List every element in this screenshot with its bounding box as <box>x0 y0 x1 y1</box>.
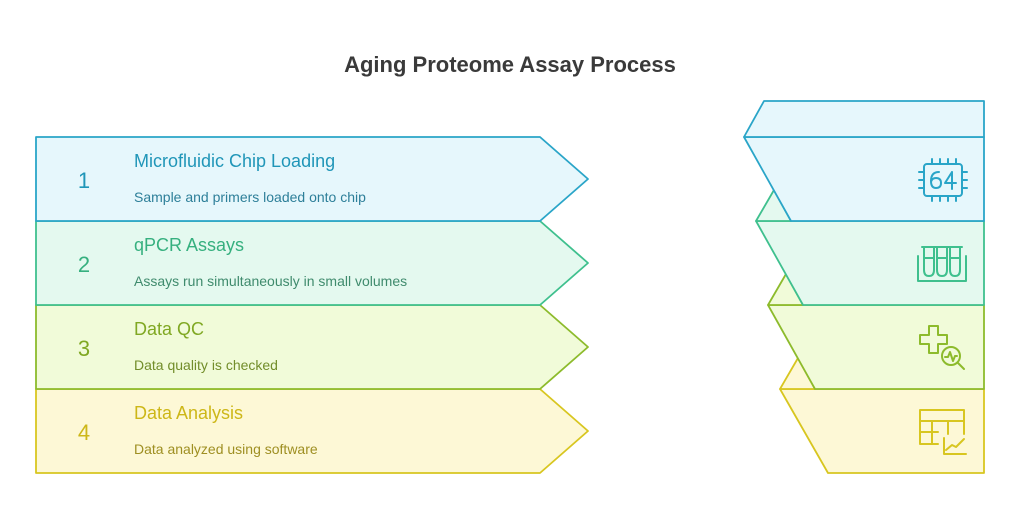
step-description: Data quality is checked <box>134 357 278 373</box>
step-description: Data analyzed using software <box>134 441 318 457</box>
step-heading: Microfluidic Chip Loading <box>134 151 336 171</box>
diagram-title: Aging Proteome Assay Process <box>344 52 676 77</box>
step-number: 1 <box>77 168 91 193</box>
stack-tier-1 <box>743 100 985 222</box>
step-arrow-3 <box>35 304 589 390</box>
step-arrow-4 <box>35 388 589 474</box>
microchip-64-icon <box>918 158 968 202</box>
step-arrow-1 <box>35 136 589 222</box>
step-number: 3 <box>77 336 91 361</box>
step-heading: Data QC <box>134 319 205 339</box>
health-check-magnifier-icon <box>919 325 965 370</box>
step-number: 2 <box>77 252 91 277</box>
table-chart-icon <box>919 409 967 455</box>
step-number: 4 <box>77 420 91 445</box>
step-description: Assays run simultaneously in small volum… <box>134 273 408 289</box>
step-description: Sample and primers loaded onto chip <box>134 189 366 205</box>
step-arrow-2 <box>35 220 589 306</box>
step-heading: qPCR Assays <box>134 235 245 255</box>
step-heading: Data Analysis <box>134 403 244 423</box>
test-tubes-rack-icon <box>917 246 967 282</box>
